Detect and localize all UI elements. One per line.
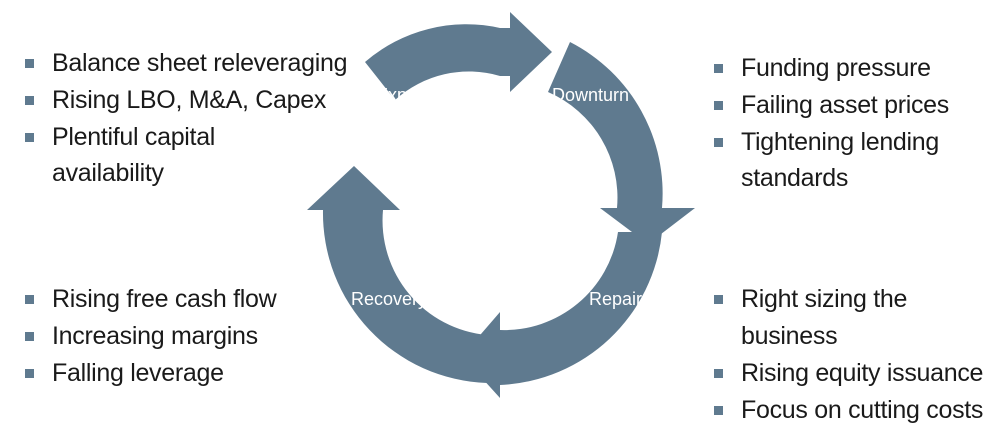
- list-item-text: Falling leverage: [52, 359, 224, 387]
- bullet-square-icon: [25, 369, 34, 378]
- downturn-characteristics-list: Funding pressure Failing asset prices Ti…: [713, 50, 983, 196]
- list-item: Plentiful capital availability: [24, 119, 252, 191]
- bullet-square-icon: [25, 96, 34, 105]
- arc-recovery-to-expansion: [307, 166, 487, 383]
- bullet-square-icon: [25, 133, 34, 142]
- cycle-diagram: Expansion Downturn Repair Recovery: [307, 12, 695, 398]
- list-item: Rising free cash flow: [24, 281, 324, 318]
- list-item: Focus on cutting costs: [713, 392, 998, 429]
- recovery-characteristics-list: Rising free cash flow Increasing margins…: [24, 281, 324, 392]
- bullet-square-icon: [714, 138, 723, 147]
- list-item-text: Balance sheet releveraging: [52, 49, 348, 77]
- list-item-text: Focus on cutting costs: [741, 396, 984, 424]
- arc-downturn-to-repair: [548, 42, 695, 244]
- list-item-text: Rising LBO, M&A, Capex: [52, 86, 327, 114]
- list-item-text: Failing asset prices: [741, 91, 949, 119]
- list-item-text: Funding pressure: [741, 54, 931, 82]
- list-item: Failing asset prices: [713, 87, 983, 124]
- bullet-square-icon: [714, 406, 723, 415]
- bullet-square-icon: [714, 101, 723, 110]
- phase-label-recovery: Recovery: [351, 289, 427, 309]
- list-item: Rising LBO, M&A, Capex: [24, 82, 354, 119]
- list-item: Tightening lending standards: [713, 124, 971, 196]
- bullet-square-icon: [25, 59, 34, 68]
- phase-label-expansion: Expansion: [376, 85, 460, 105]
- list-item-text: Plentiful capital availability: [52, 123, 216, 187]
- list-item-text: Tightening lending standards: [741, 128, 939, 192]
- bullet-square-icon: [25, 332, 34, 341]
- list-item-text: Rising equity issuance: [741, 359, 984, 387]
- arc-repair-to-recovery: [462, 232, 662, 398]
- bullet-square-icon: [714, 369, 723, 378]
- repair-characteristics-list: Right sizing the business Rising equity …: [713, 281, 998, 429]
- list-item: Rising equity issuance: [713, 355, 998, 392]
- bullet-square-icon: [25, 295, 34, 304]
- list-item-text: Rising free cash flow: [52, 285, 277, 313]
- bullet-square-icon: [714, 295, 723, 304]
- list-item-text: Right sizing the business: [741, 285, 908, 350]
- cycle-ring: [307, 12, 695, 398]
- list-item: Falling leverage: [24, 355, 324, 392]
- list-item: Balance sheet releveraging: [24, 45, 354, 82]
- list-item: Right sizing the business: [713, 281, 998, 355]
- bullet-square-icon: [714, 64, 723, 73]
- expansion-characteristics-list: Balance sheet releveraging Rising LBO, M…: [24, 45, 354, 191]
- list-item: Funding pressure: [713, 50, 983, 87]
- phase-label-repair: Repair: [589, 289, 642, 309]
- phase-label-downturn: Downturn: [552, 85, 629, 105]
- list-item-text: Increasing margins: [52, 322, 258, 350]
- list-item: Increasing margins: [24, 318, 324, 355]
- arc-expansion-to-downturn: [365, 12, 552, 100]
